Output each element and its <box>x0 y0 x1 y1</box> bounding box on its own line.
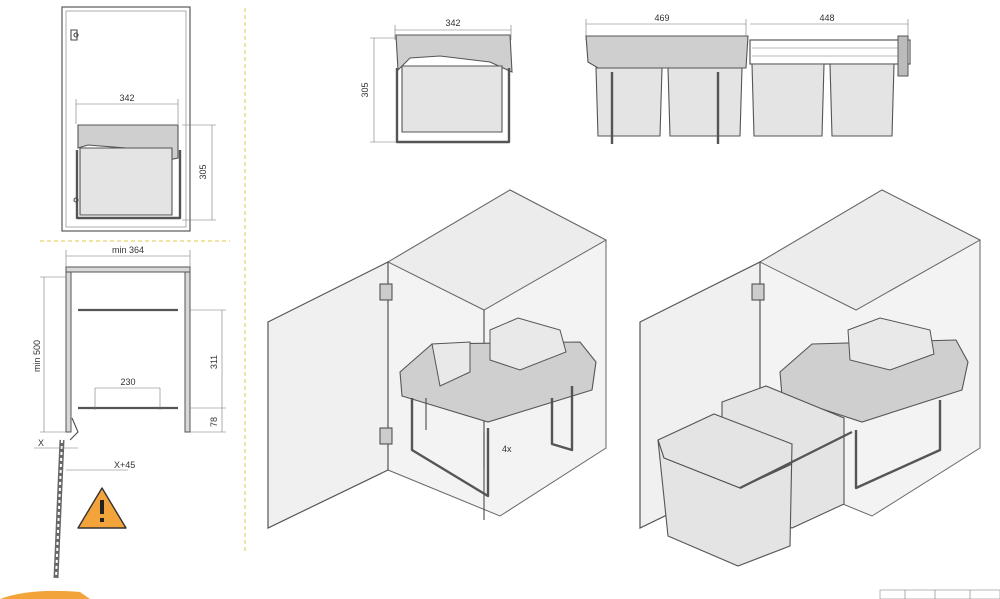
cabinet-closed-3d: 4x <box>267 189 608 529</box>
screw-count-label: 4x <box>502 444 512 454</box>
dim-bin-spacing: 230 <box>120 377 135 387</box>
dim-door-height: 305 <box>198 164 208 179</box>
dim-front-height: 305 <box>360 82 370 97</box>
dim-offset-x: X <box>38 438 44 448</box>
dim-front-width: 342 <box>445 18 460 28</box>
dim-rail-top: 311 <box>209 355 219 369</box>
cabinet-plan-view: min 364 230 min 500 311 78 X X+ <box>32 245 226 579</box>
dim-door-width: 342 <box>119 93 134 103</box>
dim-offset-x45: X+45 <box>114 460 135 470</box>
title-block <box>879 589 1000 599</box>
dim-top-extension: 448 <box>819 13 834 23</box>
cabinet-open-3d <box>639 189 982 567</box>
top-view-bins: 469 448 <box>585 13 911 144</box>
door-side-view: 342 305 <box>61 6 216 232</box>
dim-cabinet-depth: min 500 <box>32 340 42 372</box>
brand-corner-shape <box>0 590 90 599</box>
dim-rail-bottom: 78 <box>209 417 219 427</box>
warning-triangle-icon <box>77 487 127 529</box>
front-view-bin: 342 305 <box>360 18 513 144</box>
dim-cabinet-width: min 364 <box>112 245 144 255</box>
dim-top-width: 469 <box>654 13 669 23</box>
